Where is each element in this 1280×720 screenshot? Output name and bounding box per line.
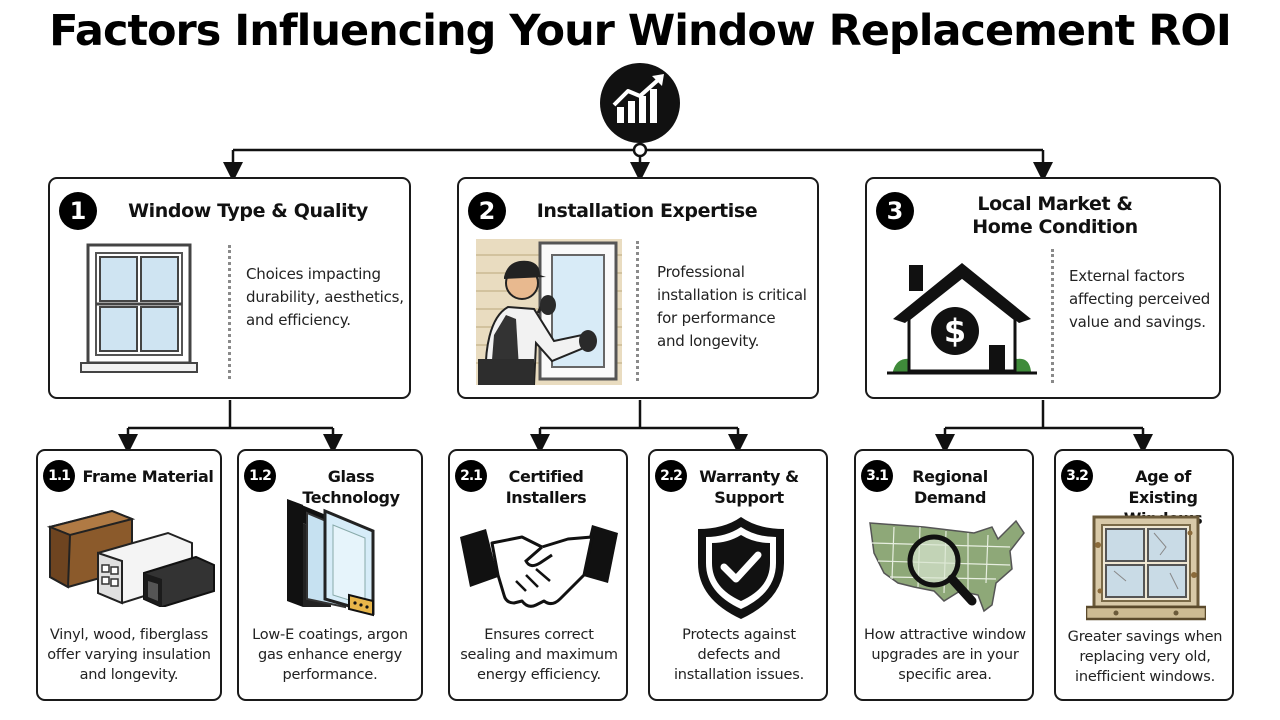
factor-number-badge: 1 [59, 192, 97, 230]
sub-card-age-of-windows: 3.2 Age of Existing Windows Greater savi… [1054, 449, 1234, 701]
sub-title: Frame Material [82, 467, 214, 486]
divider [636, 241, 639, 381]
window-icon [80, 243, 198, 380]
sub-card-glass-technology: 1.2 Glass Technology Low-E coatings, arg… [237, 449, 423, 701]
sub-card-warranty-support: 2.2 Warranty & Support Protects against … [648, 449, 828, 701]
old-window-icon [1084, 515, 1208, 628]
sub-number-badge: 2.1 [455, 460, 487, 492]
svg-text:$: $ [944, 312, 966, 350]
factor-card-local-market: 3 Local Market & Home Condition $ Extern… [865, 177, 1221, 399]
sub-description: Ensures correct sealing and maximum ener… [460, 627, 618, 683]
frame-materials-icon [46, 507, 216, 612]
factor-number-badge: 2 [468, 192, 506, 230]
sub-number-badge: 3.2 [1061, 460, 1093, 492]
sub-card-certified-installers: 2.1 Certified Installers Ensures correct… [448, 449, 628, 701]
sub-card-frame-material: 1.1 Frame Material Vinyl, wood, fibergla… [36, 449, 222, 701]
divider [228, 245, 231, 379]
factor-description: External factors affecting perceived val… [1069, 267, 1211, 331]
sub-description: Vinyl, wood, fiberglass offer varying in… [47, 627, 211, 683]
factor-title: Installation Expertise [536, 200, 758, 222]
growth-chart-icon [600, 63, 680, 143]
factor-description: Professional installation is critical fo… [657, 263, 807, 350]
factor-card-installation: 2 Installation Expertise Professional in… [457, 177, 819, 399]
sub-description: Greater savings when replacing very old,… [1067, 629, 1223, 685]
handshake-icon [456, 517, 622, 618]
sub-description: Protects against defects and installatio… [673, 627, 805, 683]
sub-number-badge: 1.1 [43, 460, 75, 492]
sub-number-badge: 3.1 [861, 460, 893, 492]
double-glazing-icon [283, 495, 383, 622]
divider [1051, 249, 1054, 383]
sub-title: Glass Technology [302, 467, 400, 507]
sub-number-badge: 1.2 [244, 460, 276, 492]
factor-description: Choices impacting durability, aesthetics… [246, 265, 404, 329]
factor-card-window-type: 1 Window Type & Quality Choices impactin… [48, 177, 411, 399]
sub-card-regional-demand: 3.1 Regional Demand How attractive windo… [854, 449, 1034, 701]
sub-number-badge: 2.2 [655, 460, 687, 492]
sub-title: Certified Installers [505, 467, 587, 507]
factor-title: Window Type & Quality [128, 200, 368, 222]
factor-number-badge: 3 [876, 192, 914, 230]
factor-title: Local Market & Home Condition [972, 193, 1138, 238]
map-magnifier-icon [864, 513, 1028, 626]
page-title: Factors Influencing Your Window Replacem… [49, 6, 1232, 56]
installer-icon [476, 239, 622, 390]
sub-title: Warranty & Support [699, 467, 799, 507]
shield-check-icon [694, 513, 788, 628]
house-dollar-icon: $ [887, 261, 1037, 382]
sub-title: Regional Demand [912, 467, 988, 507]
sub-description: Low-E coatings, argon gas enhance energy… [252, 627, 408, 683]
sub-description: How attractive window upgrades are in yo… [864, 627, 1026, 683]
